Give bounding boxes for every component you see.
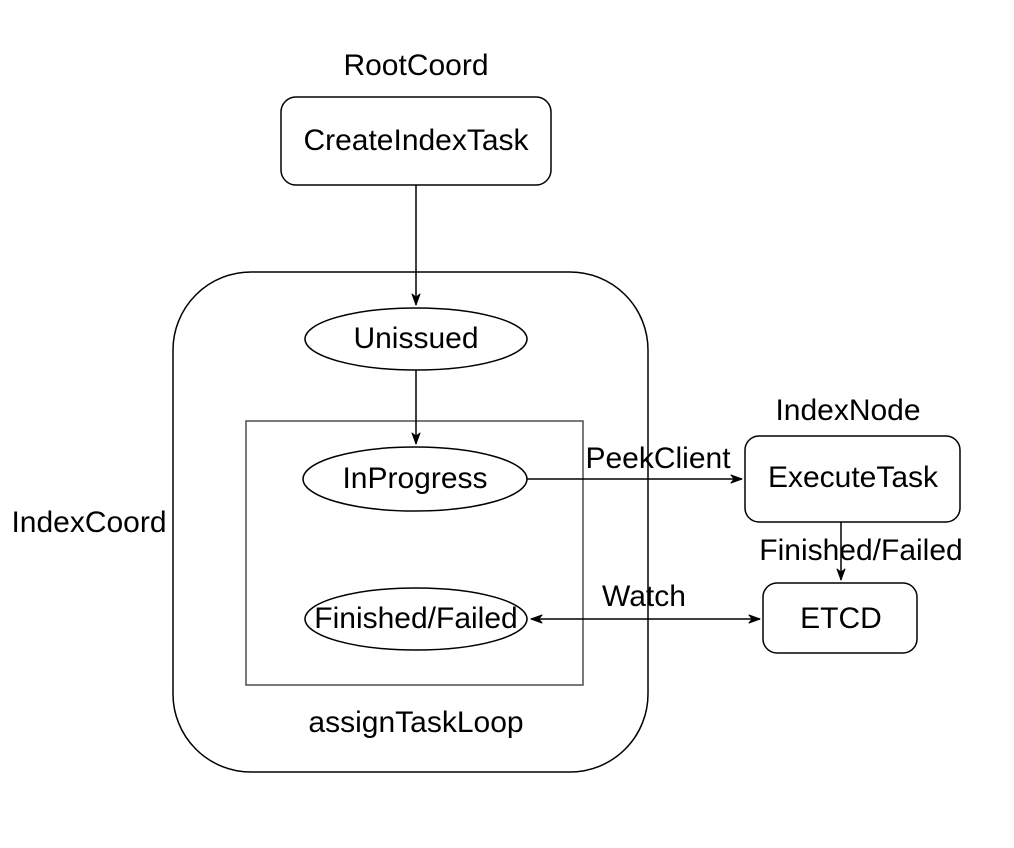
in-progress-label: InProgress	[342, 461, 488, 495]
in-progress-ellipse	[302, 446, 528, 512]
finished-failed-ellipse	[304, 587, 528, 651]
etcd-label: ETCD	[800, 601, 882, 635]
execute-task-box	[744, 435, 961, 523]
index-coord-container	[172, 271, 649, 773]
assign-task-loop-box	[245, 420, 584, 686]
peek-client-edge-label: PeekClient	[585, 441, 731, 475]
watch-edge-label: Watch	[602, 579, 686, 613]
etcd-box	[762, 582, 918, 654]
create-index-task-box	[280, 96, 552, 186]
finished-failed-edge-label: Finished/Failed	[759, 533, 963, 567]
root-coord-label: RootCoord	[343, 48, 489, 82]
finished-failed-label: Finished/Failed	[314, 601, 518, 635]
unissued-ellipse	[304, 307, 528, 371]
create-index-task-label: CreateIndexTask	[303, 123, 529, 157]
index-node-label: IndexNode	[775, 393, 921, 427]
execute-task-label: ExecuteTask	[767, 460, 939, 494]
index-coord-label: IndexCoord	[11, 505, 167, 539]
unissued-label: Unissued	[353, 321, 479, 355]
assign-task-loop-label: assignTaskLoop	[308, 705, 524, 739]
